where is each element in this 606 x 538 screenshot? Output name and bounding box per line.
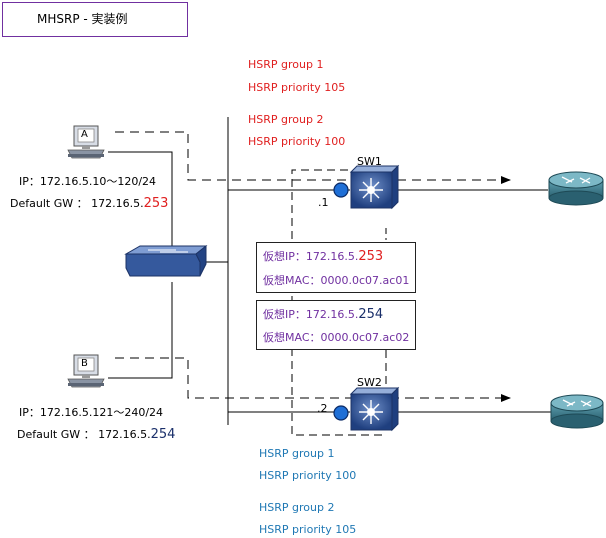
host-a-gateway: Default GW ： 172.16.5.253 <box>10 195 168 211</box>
sw1-hsrp-priority2: HSRP priority 100 <box>248 135 346 148</box>
host-a-gateway-suffix: 253 <box>143 196 169 211</box>
sw2-hsrp-group2: HSRP group 2 <box>259 501 335 514</box>
l2-switch-icon[interactable] <box>124 244 208 277</box>
host-b-gateway-suffix: 254 <box>150 427 176 442</box>
sw2-port-dot[interactable] <box>333 405 349 421</box>
sw1-port-dot[interactable] <box>333 182 349 198</box>
virtual2-ip: 仮想IP：172.16.5.254 <box>263 306 383 322</box>
host-a-label: A <box>81 129 88 140</box>
l3-switch-sw1-icon[interactable] <box>349 164 400 210</box>
computer-b-icon[interactable] <box>67 354 105 388</box>
sw2-label: SW2 <box>357 376 382 389</box>
link-hosta-l2switch <box>108 151 173 254</box>
virtual-group1-box: 仮想IP：172.16.5.253 仮想MAC：0000.0c07.ac01 <box>256 242 416 293</box>
sw1-hsrp-group1: HSRP group 1 <box>248 58 324 71</box>
host-b-gateway: Default GW ： 172.16.5.254 <box>17 426 175 442</box>
virtual1-mac: 仮想MAC：0000.0c07.ac01 <box>263 274 410 287</box>
host-a-ip: IP：172.16.5.10～120/24 <box>19 175 157 188</box>
sw2-hsrp-priority2: HSRP priority 105 <box>259 523 357 536</box>
sw1-hsrp-priority1: HSRP priority 105 <box>248 81 346 94</box>
sw2-interface-label: .2 <box>317 402 328 415</box>
virtual1-ip-prefix: 仮想IP：172.16.5. <box>263 250 359 263</box>
diagram-title: MHSRP - 実装例 <box>2 2 188 37</box>
sw2-hsrp-group1: HSRP group 1 <box>259 447 335 460</box>
link-hostb-l2switch <box>108 282 173 379</box>
sw1-hsrp-group2: HSRP group 2 <box>248 113 324 126</box>
host-a-gateway-prefix: Default GW ： 172.16.5. <box>10 197 144 210</box>
host-b-ip: IP：172.16.5.121～240/24 <box>19 406 164 419</box>
computer-a-icon[interactable] <box>67 125 105 159</box>
virtual2-ip-suffix: 254 <box>358 307 384 322</box>
sw1-label: SW1 <box>357 155 382 168</box>
host-b-gateway-prefix: Default GW ： 172.16.5. <box>17 428 151 441</box>
virtual2-ip-prefix: 仮想IP：172.16.5. <box>263 308 359 321</box>
router-1-icon[interactable] <box>548 171 604 206</box>
router-2-icon[interactable] <box>550 394 604 429</box>
virtual-group2-box: 仮想IP：172.16.5.254 仮想MAC：0000.0c07.ac02 <box>256 300 416 350</box>
virtual1-ip-suffix: 253 <box>358 249 384 264</box>
traffic-path-a <box>115 131 511 184</box>
virtual1-ip: 仮想IP：172.16.5.253 <box>263 248 383 264</box>
virtual2-mac: 仮想MAC：0000.0c07.ac02 <box>263 331 410 344</box>
host-b-label: B <box>81 358 88 369</box>
l3-switch-sw2-icon[interactable] <box>349 386 400 432</box>
traffic-path-b <box>115 357 511 402</box>
sw1-interface-label: .1 <box>318 196 329 209</box>
sw2-hsrp-priority1: HSRP priority 100 <box>259 469 357 482</box>
